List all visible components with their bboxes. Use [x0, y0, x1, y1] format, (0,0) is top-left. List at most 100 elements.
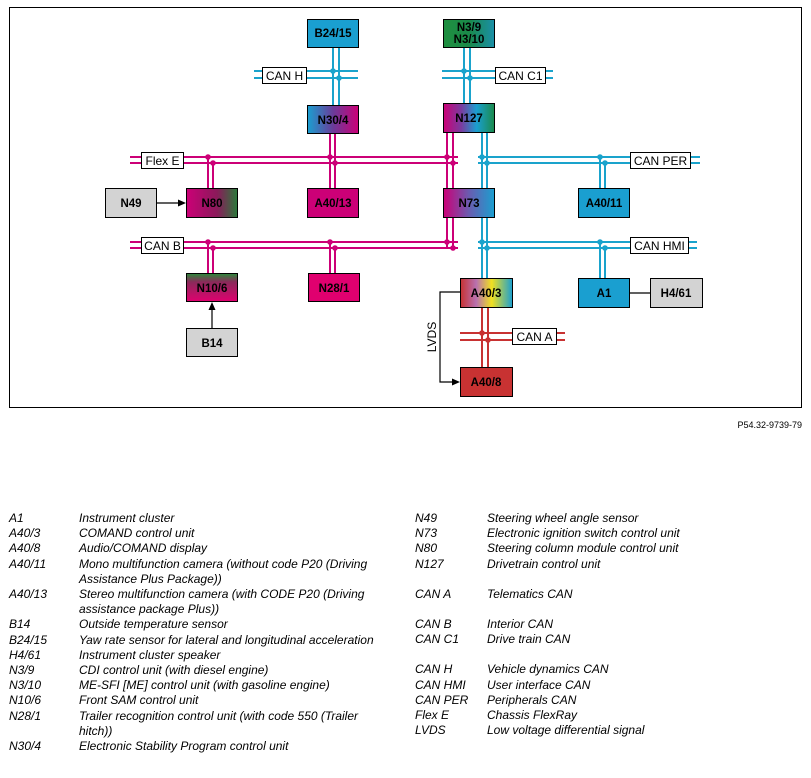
- svg-text:B14: B14: [201, 338, 223, 350]
- legend-code: CAN HMI: [415, 677, 466, 692]
- legend-description: Stereo multifunction camera (with CODE P…: [79, 587, 365, 617]
- node-n73: N73: [443, 188, 495, 218]
- bus-label-can-hmi: CAN HMI: [630, 237, 689, 254]
- legend-row: Flex E Chassis FlexRay: [415, 708, 805, 723]
- legend-code: CAN H: [415, 662, 453, 677]
- bus-label-can-a: CAN A: [512, 328, 557, 345]
- svg-text:A1: A1: [597, 288, 612, 300]
- node-n30-4: N30/4: [307, 105, 359, 134]
- diagram-frame: [9, 7, 802, 408]
- legend-description: Low voltage differential signal: [487, 723, 645, 738]
- svg-text:A40/8: A40/8: [471, 377, 502, 389]
- legend-code: N73: [415, 526, 438, 541]
- legend-description: CDI control unit (with diesel engine): [79, 663, 269, 678]
- legend-description: Steering column module control unit: [487, 541, 679, 556]
- legend-description: Instrument cluster: [79, 511, 175, 525]
- bus-label-can-per: CAN PER: [630, 152, 691, 169]
- legend-description: Telematics CAN: [487, 586, 573, 601]
- svg-text:N73: N73: [458, 198, 479, 210]
- legend-description: Electronic ignition switch control unit: [487, 526, 680, 541]
- legend-description: Front SAM control unit: [79, 693, 199, 708]
- node-h4-61: H4/61: [650, 278, 703, 308]
- legend-description: Yaw rate sensor for lateral and longitud…: [79, 632, 374, 647]
- legend-code: LVDS: [415, 723, 446, 738]
- legend-code: A40/8: [9, 541, 41, 556]
- svg-text:N127: N127: [455, 113, 483, 125]
- legend-description: Audio/COMAND display: [79, 541, 208, 556]
- legend-code: N3/9: [9, 663, 35, 678]
- node-a40-8: A40/8: [460, 367, 513, 397]
- legend-code: CAN A: [415, 586, 452, 601]
- legend-description: Instrument cluster speaker: [79, 647, 221, 662]
- node-a40-3: A40/3: [460, 278, 513, 308]
- legend-code: H4/61: [9, 647, 42, 662]
- bus-label-can-c1: CAN C1: [495, 67, 546, 84]
- svg-text:N80: N80: [201, 198, 222, 210]
- legend-description: Trailer recognition control unit (with c…: [79, 708, 359, 738]
- legend-row: A1 Instrument cluster: [9, 511, 379, 526]
- node-b14: B14: [186, 328, 238, 357]
- svg-text:N30/4: N30/4: [318, 115, 349, 127]
- legend-row: B24/15 Yaw rate sensor for lateral and lo…: [9, 633, 379, 648]
- svg-text:N28/1: N28/1: [319, 283, 350, 295]
- svg-text:N49: N49: [120, 198, 141, 210]
- legend-row: CAN PER Peripherals CAN: [415, 693, 805, 708]
- svg-text:A40/3: A40/3: [471, 288, 502, 300]
- legend-code: N30/4: [9, 739, 42, 754]
- legend-code: N3/10: [9, 678, 42, 693]
- legend-row: N3/9 CDI control unit (with diesel engine…: [9, 663, 379, 678]
- legend-code: CAN C1: [415, 632, 460, 647]
- legend-code: N10/6: [9, 693, 42, 708]
- svg-text:CAN H: CAN H: [266, 69, 303, 83]
- legend-row: A40/8 Audio/COMAND display: [9, 541, 379, 556]
- node-a40-13: A40/13: [307, 188, 359, 218]
- node-n28-1: N28/1: [308, 273, 360, 302]
- legend-description: Outside temperature sensor: [79, 617, 228, 632]
- legend-code: B24/15: [9, 632, 48, 647]
- legend-description: Drivetrain control unit: [487, 556, 601, 571]
- node-n127: N127: [443, 103, 495, 133]
- svg-text:CAN B: CAN B: [144, 239, 181, 253]
- bus-label-can-b: CAN B: [141, 237, 184, 254]
- legend-description: Peripherals CAN: [487, 692, 577, 707]
- svg-text:Flex E: Flex E: [145, 154, 179, 168]
- legend-row: N30/4 Electronic Stability Program contro…: [9, 739, 379, 754]
- legend-description: Electronic Stability Program control uni…: [79, 739, 289, 754]
- svg-text:H4/61: H4/61: [661, 288, 692, 300]
- svg-text:N10/6: N10/6: [197, 283, 228, 295]
- legend-row: A40/3 COMAND control unit: [9, 526, 379, 541]
- svg-text:CAN A: CAN A: [516, 330, 552, 344]
- svg-text:N3/10: N3/10: [454, 34, 485, 46]
- legend-description: Chassis FlexRay: [487, 708, 578, 723]
- node-a1: A1: [578, 278, 630, 308]
- node-a40-11: A40/11: [578, 188, 630, 218]
- svg-text:CAN PER: CAN PER: [634, 154, 688, 168]
- bus-label-lvds: LVDS: [425, 322, 439, 352]
- signal-arrows: [157, 199, 460, 386]
- node-n3-9-n3-10: N3/9 N3/10: [443, 19, 495, 48]
- legend-row: CAN A Telematics CAN: [415, 587, 805, 602]
- bus-labels: CAN H CAN C1 Flex E CAN PER CAN B CAN HM…: [141, 67, 691, 352]
- legend-row: LVDS Low voltage differential signal: [415, 723, 805, 738]
- node-b24-15: B24/15: [307, 19, 359, 48]
- figure-reference-code: P54.32-9739-79: [737, 420, 802, 430]
- legend-code: Flex E: [415, 708, 450, 723]
- legend-code: N49: [415, 511, 438, 525]
- legend-code: A1: [9, 511, 24, 525]
- node-n80: N80: [186, 188, 238, 218]
- legend-code: N127: [415, 556, 444, 571]
- legend-description: COMAND control unit: [79, 526, 195, 541]
- legend-code: A40/3: [9, 526, 41, 541]
- legend-code: CAN PER: [415, 692, 469, 707]
- legend-description: Mono multifunction camera (without code …: [79, 556, 368, 586]
